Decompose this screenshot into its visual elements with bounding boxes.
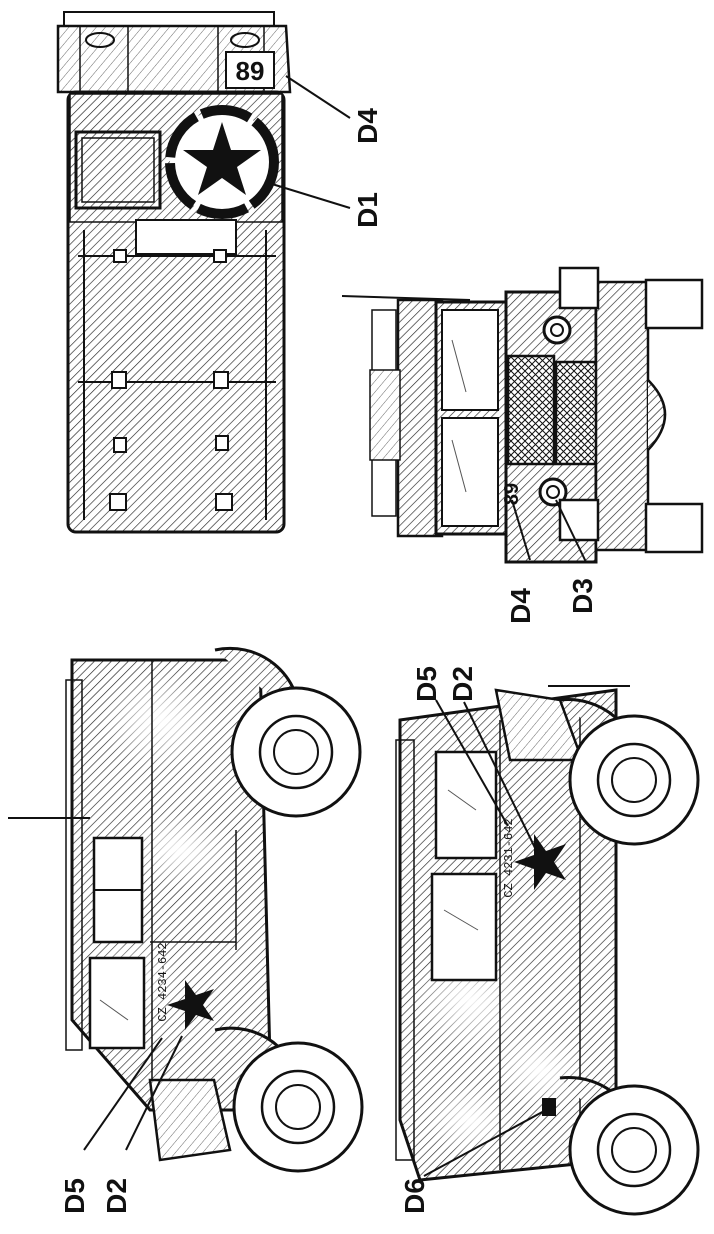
serial-left: CZ 4234-642 [156,942,170,1021]
callout-right-d6: D6 [399,1178,430,1214]
vehicle-number-top: 89 [236,56,265,86]
right-side-view: CZ 4231-642 [395,685,700,1216]
callout-front-d3: D3 [567,578,598,614]
top-view: 89 [56,11,351,534]
vehicle-number-front: 89 [501,483,523,505]
left-side-view: CZ 4234-642 [8,646,364,1173]
callout-left-d2: D2 [101,1178,132,1214]
callout-top-d4: D4 [352,108,383,144]
callout-front-d4: D4 [505,588,536,624]
callout-left-d5: D5 [59,1178,90,1214]
serial-right: CZ 4231-642 [502,818,516,897]
front-view: 89 [341,266,704,564]
callout-right-d5: D5 [411,666,442,702]
callout-top-d1: D1 [352,192,383,228]
callout-right-d2: D2 [447,666,478,702]
